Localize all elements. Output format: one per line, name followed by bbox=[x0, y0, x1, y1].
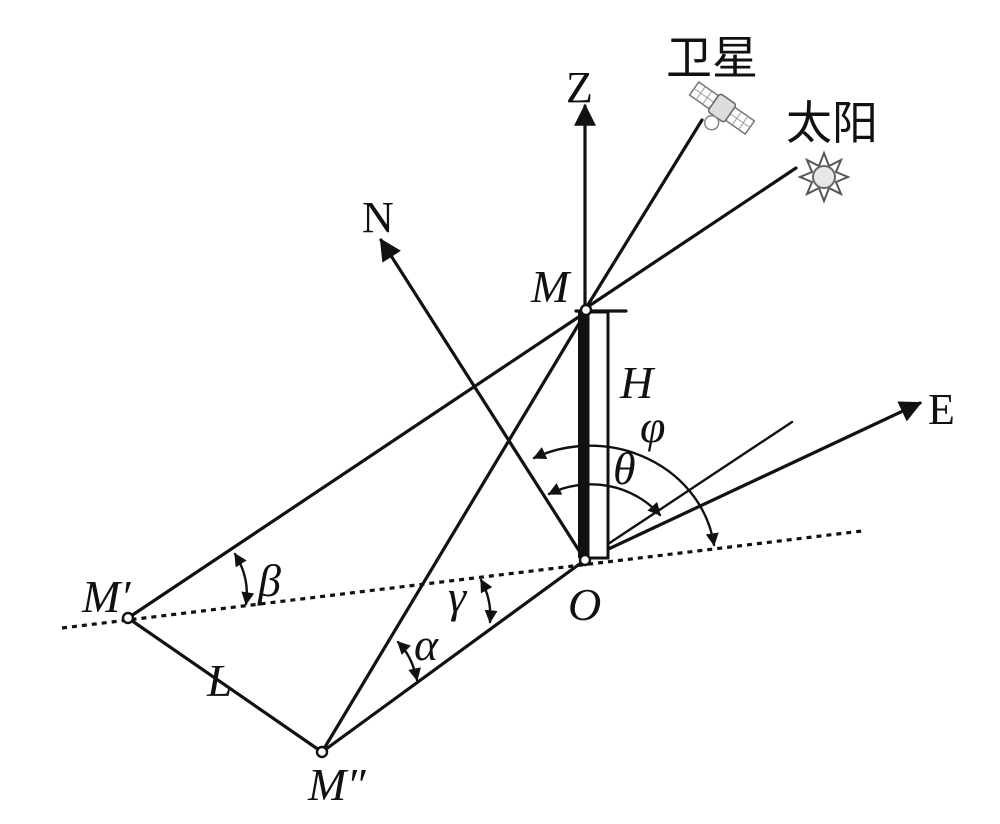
satellite-icon bbox=[688, 80, 756, 136]
point-o-label: O bbox=[568, 579, 601, 630]
length-label: L bbox=[206, 655, 233, 706]
satellite-label: 卫星 bbox=[666, 31, 758, 85]
pole-bar bbox=[578, 312, 588, 558]
line-m-to-m-double-prime bbox=[320, 310, 588, 754]
satellite-ray bbox=[584, 118, 704, 310]
point-m-label: M bbox=[530, 261, 572, 312]
point-marker-m-prime bbox=[121, 611, 135, 625]
sun-icon bbox=[797, 150, 851, 204]
point-marker-m-double-prime bbox=[315, 745, 329, 759]
point-marker-m bbox=[579, 303, 593, 317]
shadow-hypotenuse-m-to-m-prime bbox=[126, 310, 588, 620]
pole-outline bbox=[586, 310, 610, 560]
north-label: N bbox=[362, 193, 394, 242]
line-l-m-prime-to-m-double-prime bbox=[126, 616, 324, 754]
alpha-label: α bbox=[414, 619, 439, 670]
horizon-dashed-line bbox=[61, 529, 863, 630]
east-label: E bbox=[928, 385, 955, 434]
gamma-label: γ bbox=[448, 571, 468, 622]
theta-label: θ bbox=[613, 443, 636, 494]
point-m-prime-label: M′ bbox=[81, 571, 131, 622]
sun-ray bbox=[584, 166, 798, 310]
angle-arc-phi bbox=[532, 444, 719, 547]
z-axis-label: Z bbox=[566, 63, 593, 112]
sun-label: 太阳 bbox=[786, 96, 878, 150]
angle-arc-beta bbox=[233, 552, 255, 606]
beta-label: β bbox=[257, 555, 281, 606]
point-m-double-prime-label: M″ bbox=[307, 759, 366, 810]
point-marker-o bbox=[578, 553, 592, 567]
angle-arc-alpha bbox=[396, 640, 421, 682]
phi-label: φ bbox=[640, 401, 665, 452]
angle-arc-gamma bbox=[479, 578, 498, 624]
ground-line-o-to-m-double-prime bbox=[320, 558, 587, 754]
angle-arc-theta bbox=[547, 482, 662, 517]
height-label: H bbox=[619, 357, 656, 408]
